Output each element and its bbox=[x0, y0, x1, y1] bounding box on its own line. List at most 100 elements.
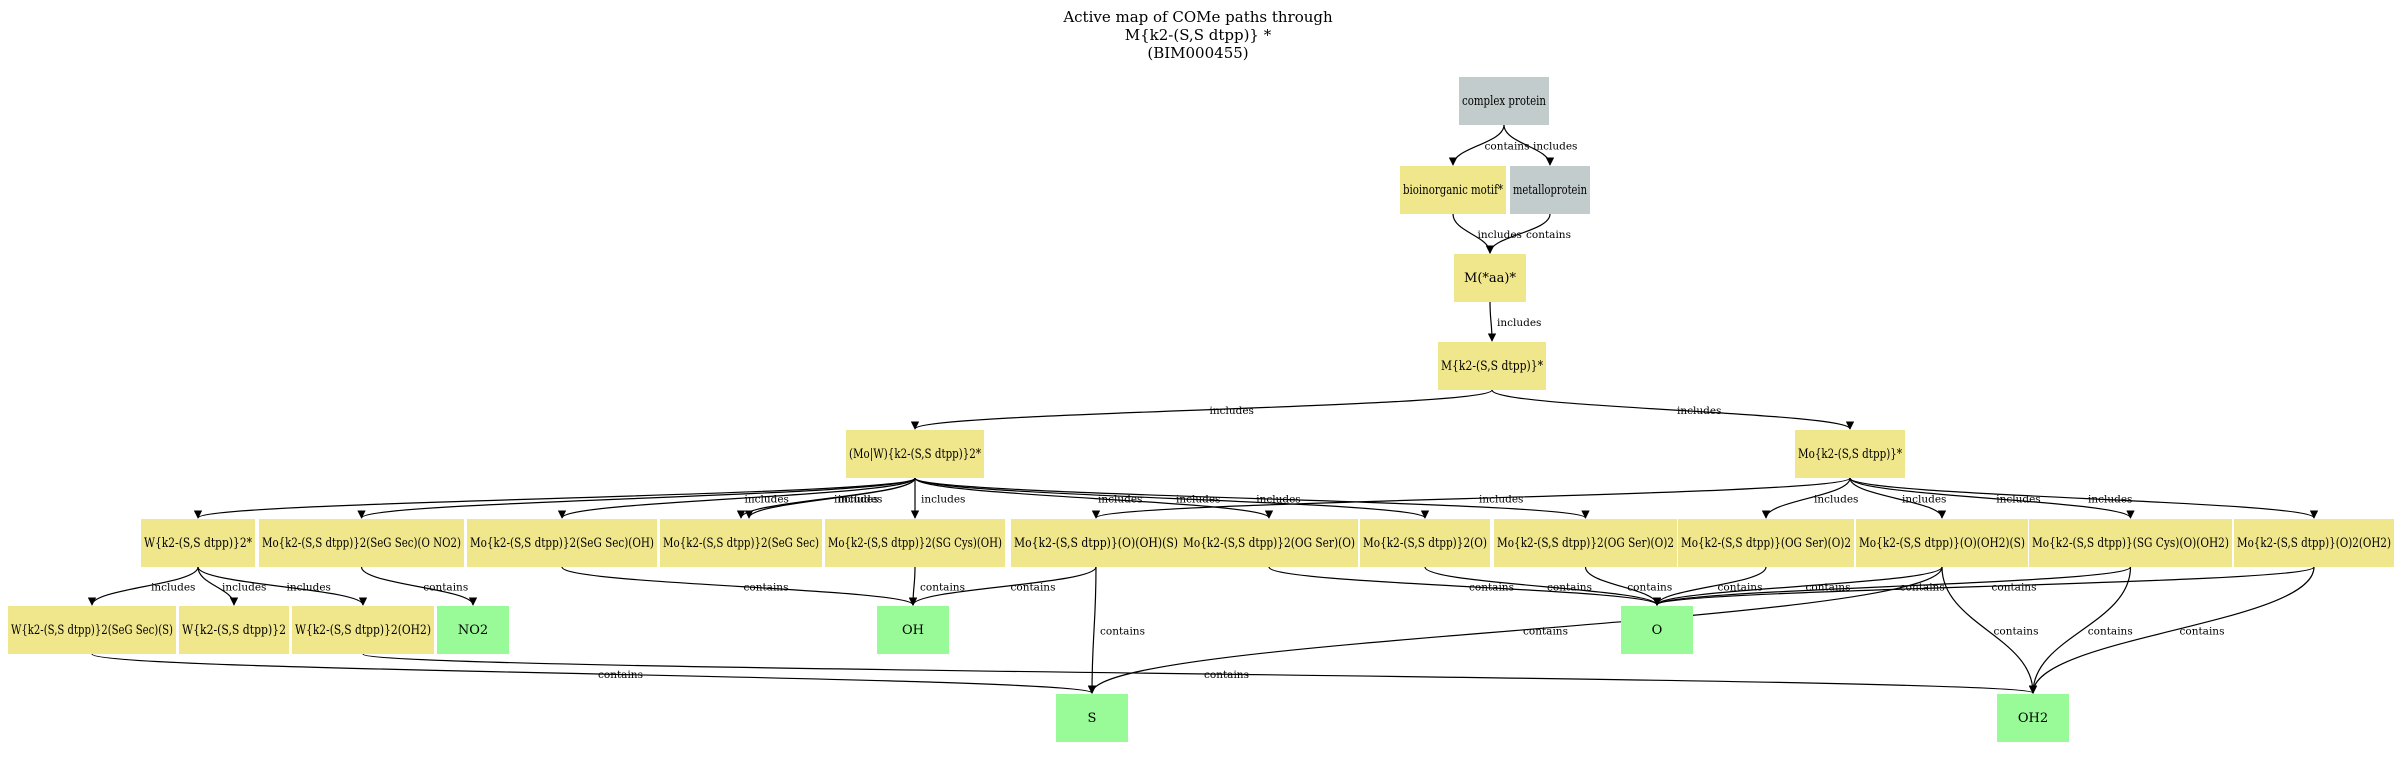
node-mo-o-oh2-s[interactable]: Mo{k2-(S,S dtpp)}(O)(OH2)(S) bbox=[1856, 519, 2028, 567]
edge-w-k2-dtpp-2-to-w-2 bbox=[197, 566, 239, 606]
node-box[interactable] bbox=[2234, 519, 2394, 567]
edge-mo-k2-dtpp-to-mo-sgcys-o-oh2 bbox=[1849, 477, 2135, 519]
node-w-2[interactable]: W{k2-(S,S dtpp)}2 bbox=[179, 606, 289, 654]
node-box[interactable] bbox=[1056, 694, 1128, 742]
node-box[interactable] bbox=[1454, 254, 1526, 302]
node-box[interactable] bbox=[179, 606, 289, 654]
edge-label: includes bbox=[1478, 229, 1522, 241]
node-mo-2-segsec-ono2[interactable]: Mo{k2-(S,S dtpp)}2(SeG Sec)(O NO2) bbox=[259, 519, 464, 567]
node-mo-o-oh-s[interactable]: Mo{k2-(S,S dtpp)}(O)(OH)(S) bbox=[1011, 519, 1181, 567]
node-label: W{k2-(S,S dtpp)}2* bbox=[144, 536, 252, 551]
node-box[interactable] bbox=[141, 519, 255, 567]
node-label: Mo{k2-(S,S dtpp)}(SG Cys)(O)(OH2) bbox=[2032, 536, 2229, 551]
node-oh2[interactable]: OH2 bbox=[1997, 694, 2069, 742]
node-box[interactable] bbox=[1180, 519, 1358, 567]
edge-label: includes bbox=[745, 494, 789, 506]
edge-mo-o-oh-s-to-s bbox=[1087, 566, 1097, 694]
node-mo-2-sgcys-oh[interactable]: Mo{k2-(S,S dtpp)}2(SG Cys)(OH) bbox=[825, 519, 1005, 567]
node-w-2-oh2[interactable]: W{k2-(S,S dtpp)}2(OH2) bbox=[292, 606, 434, 654]
node-label: (Mo|W){k2-(S,S dtpp)}2* bbox=[849, 447, 981, 462]
node-box[interactable] bbox=[1400, 166, 1506, 214]
edge-label: contains bbox=[1994, 626, 2039, 638]
edge-label: includes bbox=[1996, 494, 2040, 506]
node-box[interactable] bbox=[1438, 342, 1546, 390]
edge-m-k2-dtpp-to-mow-k2-dtpp-2 bbox=[911, 389, 1493, 430]
node-label: M(*aa)* bbox=[1464, 271, 1516, 286]
edge-mow-k2-dtpp-2-to-mo-2-o bbox=[914, 477, 1429, 519]
node-box[interactable] bbox=[1678, 519, 1854, 567]
node-metalloprotein[interactable]: metalloprotein bbox=[1510, 166, 1590, 214]
node-box[interactable] bbox=[1621, 606, 1693, 654]
node-box[interactable] bbox=[1510, 166, 1590, 214]
node-mo-ogser-o2[interactable]: Mo{k2-(S,S dtpp)}(OG Ser)(O)2 bbox=[1678, 519, 1854, 567]
edge-label: contains bbox=[1992, 582, 2037, 594]
node-w-k2-dtpp-2[interactable]: W{k2-(S,S dtpp)}2* bbox=[141, 519, 255, 567]
title-line-2: M{k2-(S,S dtpp)} * bbox=[1125, 26, 1272, 44]
edge-mo-k2-dtpp-to-mo-o2-oh2 bbox=[1849, 477, 2318, 519]
node-m-k2-dtpp[interactable]: M{k2-(S,S dtpp)}* bbox=[1438, 342, 1546, 390]
node-box[interactable] bbox=[1856, 519, 2028, 567]
node-mo-2-ogser-o2[interactable]: Mo{k2-(S,S dtpp)}2(OG Ser)(O)2 bbox=[1494, 519, 1677, 567]
node-mo-2-segsec-oh[interactable]: Mo{k2-(S,S dtpp)}2(SeG Sec)(OH) bbox=[467, 519, 657, 567]
node-box[interactable] bbox=[660, 519, 822, 567]
node-label: Mo{k2-(S,S dtpp)}(OG Ser)(O)2 bbox=[1681, 536, 1851, 551]
edge-label: contains bbox=[598, 669, 643, 681]
node-box[interactable] bbox=[1795, 430, 1905, 478]
edge-mo-k2-dtpp-to-mo-ogser-o2 bbox=[1761, 477, 1851, 519]
node-mo-o2-oh2[interactable]: Mo{k2-(S,S dtpp)}(O)2(OH2) bbox=[2234, 519, 2394, 567]
node-mo-sgcys-o-oh2[interactable]: Mo{k2-(S,S dtpp)}(SG Cys)(O)(OH2) bbox=[2029, 519, 2232, 567]
node-oh[interactable]: OH bbox=[877, 606, 949, 654]
node-box[interactable] bbox=[1011, 519, 1181, 567]
edge-w-2-segsec-s-to-s bbox=[91, 653, 1096, 694]
node-label: OH2 bbox=[2018, 711, 2048, 726]
node-box[interactable] bbox=[259, 519, 464, 567]
node-box[interactable] bbox=[437, 606, 509, 654]
node-box[interactable] bbox=[877, 606, 949, 654]
node-box[interactable] bbox=[1494, 519, 1677, 567]
node-mow-k2-dtpp-2[interactable]: (Mo|W){k2-(S,S dtpp)}2* bbox=[846, 430, 984, 478]
node-label: Mo{k2-(S,S dtpp)}2(SG Cys)(OH) bbox=[828, 536, 1002, 551]
node-s[interactable]: S bbox=[1056, 694, 1128, 742]
node-box[interactable] bbox=[8, 606, 176, 654]
node-mo-2-segsec[interactable]: Mo{k2-(S,S dtpp)}2(SeG Sec) bbox=[660, 519, 822, 567]
node-box[interactable] bbox=[846, 430, 984, 478]
node-label: metalloprotein bbox=[1513, 183, 1587, 198]
node-m-aa[interactable]: M(*aa)* bbox=[1454, 254, 1526, 302]
node-o[interactable]: O bbox=[1621, 606, 1693, 654]
node-bioinorganic-motif[interactable]: bioinorganic motif* bbox=[1400, 166, 1506, 214]
edge-label: contains bbox=[1547, 582, 1592, 594]
node-label: Mo{k2-(S,S dtpp)}2(O) bbox=[1363, 536, 1487, 551]
node-box[interactable] bbox=[2029, 519, 2232, 567]
edge-metalloprotein-to-m-aa bbox=[1485, 213, 1551, 254]
diagram-title: Active map of COMe paths through M{k2-(S… bbox=[1062, 8, 1333, 62]
node-box[interactable] bbox=[292, 606, 434, 654]
node-box[interactable] bbox=[467, 519, 657, 567]
edge-label: contains bbox=[1485, 141, 1530, 153]
node-box[interactable] bbox=[1360, 519, 1490, 567]
edge-label: includes bbox=[2088, 494, 2132, 506]
title-line-3: (BIM000455) bbox=[1147, 44, 1248, 62]
edge-label: contains bbox=[2180, 626, 2225, 638]
edge-label: contains bbox=[920, 582, 965, 594]
node-mo-2-ogser-o[interactable]: Mo{k2-(S,S dtpp)}2(OG Ser)(O) bbox=[1180, 519, 1358, 567]
edge-mo-o2-oh2-to-oh2 bbox=[2028, 566, 2315, 694]
node-label: Mo{k2-(S,S dtpp)}(O)(OH)(S) bbox=[1014, 536, 1178, 551]
node-w-2-segsec-s[interactable]: W{k2-(S,S dtpp)}2(SeG Sec)(S) bbox=[8, 606, 176, 654]
node-box[interactable] bbox=[1459, 77, 1549, 125]
node-box[interactable] bbox=[1997, 694, 2069, 742]
node-label: W{k2-(S,S dtpp)}2(OH2) bbox=[295, 623, 431, 638]
title-line-1: Active map of COMe paths through bbox=[1062, 8, 1333, 26]
edge-label: includes bbox=[1902, 494, 1946, 506]
edge-label: includes bbox=[838, 494, 882, 506]
node-complex-protein[interactable]: complex protein bbox=[1459, 77, 1549, 125]
node-mo-2-o[interactable]: Mo{k2-(S,S dtpp)}2(O) bbox=[1360, 519, 1490, 567]
edge-label: contains bbox=[744, 582, 789, 594]
node-label: S bbox=[1088, 711, 1097, 726]
node-no2[interactable]: NO2 bbox=[437, 606, 509, 654]
edge-label: contains bbox=[1204, 669, 1249, 681]
node-box[interactable] bbox=[825, 519, 1005, 567]
node-label: Mo{k2-(S,S dtpp)}2(SeG Sec) bbox=[663, 536, 819, 551]
edge-label: includes bbox=[1533, 141, 1577, 153]
node-mo-k2-dtpp[interactable]: Mo{k2-(S,S dtpp)}* bbox=[1795, 430, 1905, 478]
edge-label: includes bbox=[1176, 494, 1220, 506]
